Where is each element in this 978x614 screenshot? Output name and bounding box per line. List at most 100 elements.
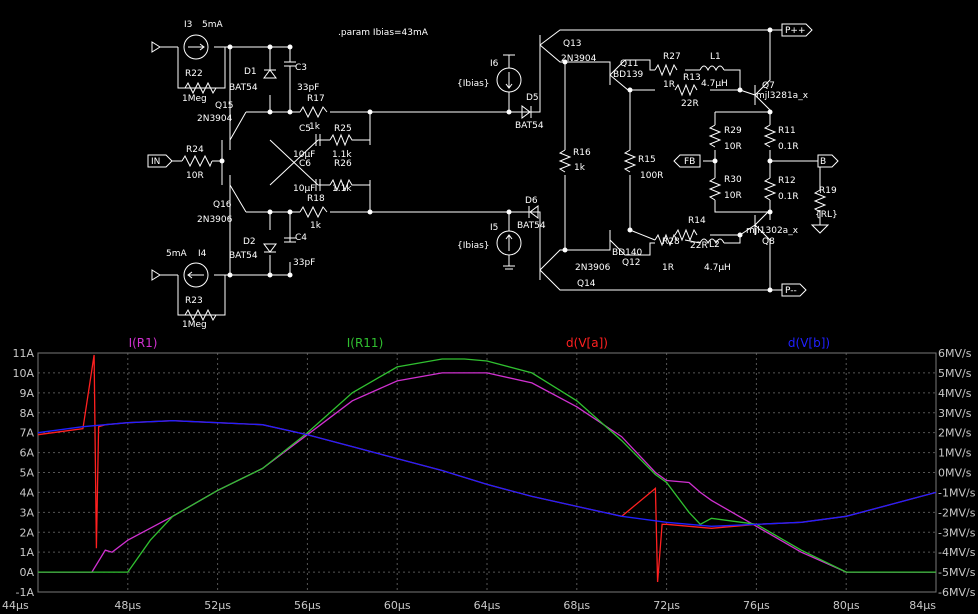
resistors[interactable] [181, 63, 827, 322]
component-label-d6: D6 [525, 196, 538, 206]
trace-legend[interactable]: I(R1) I(R11) d(V[a]) d(V[b]) [129, 336, 831, 350]
component-label-d2v: BAT54 [229, 251, 258, 261]
component-label-r12: R12 [778, 176, 796, 186]
right-axis: 6MV/s5MV/s4MV/s3MV/s2MV/s1MV/s0MV/s-1MV/… [938, 347, 976, 599]
right-tick-label: 5MV/s [938, 367, 972, 380]
current-source-i5[interactable] [496, 230, 522, 256]
left-tick-label: 10A [12, 367, 34, 380]
component-label-c4: C4 [295, 233, 307, 243]
component-label-d5: D5 [526, 93, 539, 103]
legend-ir11[interactable]: I(R11) [347, 336, 384, 350]
port-b[interactable]: B [817, 154, 839, 168]
x-tick-label: 72µs [653, 599, 680, 612]
component-label-q14v: 2N3906 [575, 263, 611, 273]
port-in[interactable]: IN [147, 154, 173, 168]
component-label-r24v: 10R [186, 171, 204, 181]
transistors[interactable] [229, 35, 756, 280]
x-tick-label: 56µs [294, 599, 321, 612]
component-label-c4v: 33pF [293, 258, 315, 268]
left-tick-label: 4A [19, 486, 34, 499]
component-label-l2v: 4.7µH [704, 263, 731, 273]
component-label-r26v: 1.1k [332, 184, 352, 194]
component-label-r13: R13 [683, 73, 701, 83]
port-pminus[interactable]: P-- [781, 283, 807, 297]
component-label-r24: R24 [186, 145, 204, 155]
ground-symbol-rl [810, 224, 830, 234]
component-label-i5: I5 [490, 223, 498, 233]
component-label-q8: Q8 [762, 237, 775, 247]
component-label-r17: R17 [307, 94, 325, 104]
schematic-view[interactable]: .param Ibias=43mA [0, 0, 978, 330]
right-tick-label: 0MV/s [938, 467, 972, 480]
capacitors[interactable] [284, 61, 321, 243]
component-label-d6v: BAT54 [517, 221, 546, 231]
component-label-l2: L2 [709, 240, 720, 250]
left-tick-label: 8A [19, 407, 34, 420]
component-label-r25: R25 [334, 124, 352, 134]
legend-dva[interactable]: d(V[a]) [566, 336, 608, 350]
component-label-q13v: 2N3904 [561, 54, 597, 64]
plot-traces [37, 354, 937, 583]
component-label-r11: R11 [778, 126, 796, 136]
component-label-r16v: 1k [574, 163, 586, 173]
legend-ir1[interactable]: I(R1) [129, 336, 158, 350]
current-source-i4[interactable] [183, 262, 209, 288]
inductor-l2[interactable] [699, 238, 725, 245]
ground-arrow-bottom [151, 269, 161, 281]
x-tick-label: 80µs [833, 599, 860, 612]
component-label-r28: R28 [662, 237, 680, 247]
component-label-r15v: 100R [640, 171, 663, 181]
x-tick-label: 64µs [474, 599, 501, 612]
left-tick-label: 9A [19, 387, 34, 400]
right-tick-label: 6MV/s [938, 347, 972, 360]
component-label-r13v: 22R [681, 99, 699, 109]
legend-dvb[interactable]: d(V[b]) [788, 336, 830, 350]
component-label-i3v: 5mA [202, 20, 223, 30]
current-source-i6[interactable] [496, 67, 522, 93]
component-label-r29v: 10R [724, 142, 742, 152]
component-label-r14: R14 [688, 216, 706, 226]
component-label-r15: R15 [638, 155, 656, 165]
x-tick-label: 52µs [204, 599, 231, 612]
right-tick-label: 3MV/s [938, 407, 972, 420]
component-label-q7: Q7 [762, 81, 775, 91]
component-label-q11: Q11 [620, 59, 639, 69]
input-stage-wiring [160, 46, 500, 316]
param-directive[interactable]: .param Ibias=43mA [338, 28, 429, 38]
component-label-i3: I3 [184, 20, 192, 30]
component-label-r27v: 1R [663, 80, 675, 90]
component-label-d1: D1 [244, 67, 257, 77]
port-pplus[interactable]: P++ [781, 23, 813, 37]
trace-ir11[interactable] [38, 358, 936, 573]
component-label-i6: I6 [490, 59, 499, 69]
right-tick-label: -1MV/s [938, 486, 976, 499]
inductor-l1[interactable] [699, 65, 725, 72]
trace-dvb[interactable] [37, 420, 937, 527]
junction-dots [219, 27, 773, 293]
component-label-r16: R16 [573, 148, 591, 158]
right-tick-label: -5MV/s [938, 566, 976, 579]
component-label-q16: Q16 [213, 200, 232, 210]
port-fb[interactable]: FB [673, 154, 701, 168]
component-label-c3: C3 [295, 63, 307, 73]
component-label-c3v: 33pF [297, 83, 319, 93]
left-tick-label: 7A [19, 427, 34, 440]
component-label-q14: Q14 [577, 279, 596, 289]
x-tick-label: 44µs [2, 599, 29, 612]
left-tick-label: 1A [19, 546, 34, 559]
right-tick-label: -3MV/s [938, 526, 976, 539]
trace-ir1[interactable] [38, 372, 936, 573]
component-label-i6v: {Ibias} [457, 79, 490, 89]
right-tick-label: 2MV/s [938, 427, 972, 440]
component-label-q11v: BD139 [613, 70, 644, 80]
component-label-r22v: 1Meg [182, 94, 207, 104]
component-label-r27: R27 [663, 52, 681, 62]
svg-text:P++: P++ [785, 26, 806, 36]
component-label-d5v: BAT54 [515, 121, 544, 131]
current-source-i3[interactable] [183, 34, 209, 60]
